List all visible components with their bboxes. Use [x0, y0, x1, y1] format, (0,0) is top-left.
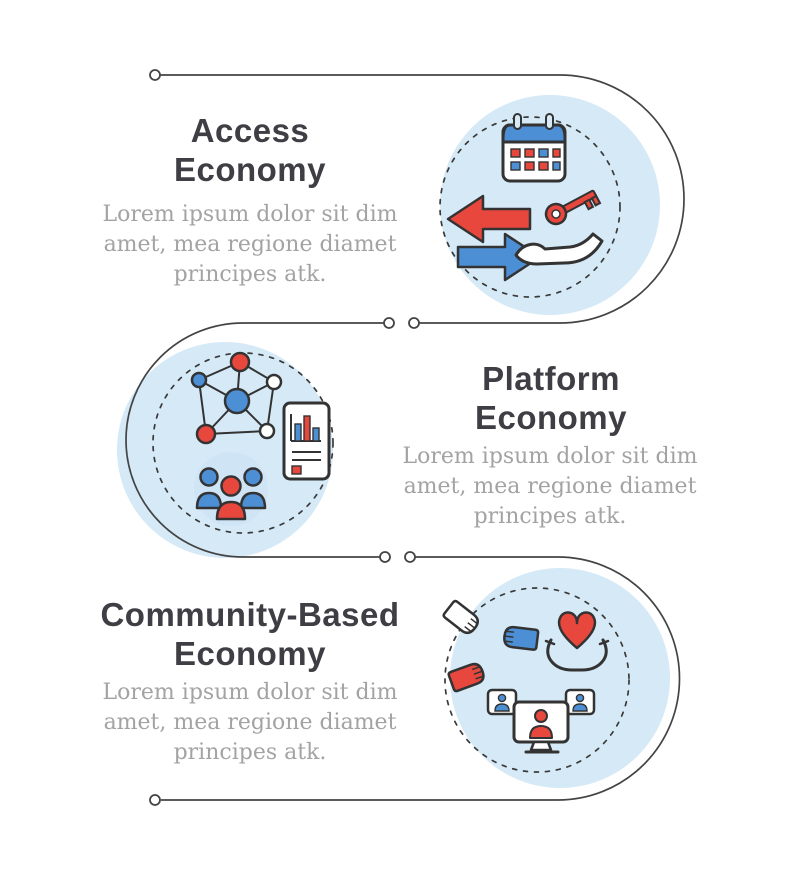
community-icon-cluster [442, 599, 610, 754]
body-line: amet, mea regione diamet [103, 709, 397, 735]
body-line: principes atk. [473, 503, 627, 529]
connector-dot [408, 317, 420, 329]
community-based-economy-body: Lorem ipsum dolor sit dim amet, mea regi… [88, 678, 412, 768]
platform-icon-cluster [190, 351, 331, 526]
arrow-right-icon [456, 232, 542, 282]
bar-chart-document-icon [282, 401, 331, 481]
title-line: Economy [173, 150, 327, 188]
connector-segment-3 [161, 556, 681, 801]
community-dashed-circle [444, 587, 630, 773]
body-line: amet, mea regione diamet [403, 473, 697, 499]
connector-segment-2 [125, 322, 384, 558]
network-molecule-icon [190, 351, 283, 445]
body-line: amet, mea regione diamet [103, 231, 397, 257]
access-icon-cluster [446, 113, 604, 282]
title-line: Platform [482, 360, 620, 397]
community-based-economy-title: Community-Based Economy [70, 596, 430, 674]
body-line: Lorem ipsum dolor sit dim [102, 202, 398, 227]
connector-dot [404, 551, 416, 563]
access-dashed-circle [439, 116, 621, 298]
calendar-icon [501, 113, 567, 183]
connector-dot [379, 551, 391, 563]
arrow-left-icon [446, 194, 532, 244]
connector-segment-1 [160, 74, 685, 324]
platform-economy-body: Lorem ipsum dolor sit dim amet, mea regi… [390, 442, 710, 532]
platform-bg-circle [117, 342, 333, 558]
title-line: Economy [173, 634, 327, 672]
team-group-icon [194, 452, 268, 526]
body-line: principes atk. [173, 261, 327, 287]
title-line: Access [190, 112, 310, 149]
title-line: Community-Based [100, 596, 400, 633]
connector-dot [149, 69, 161, 81]
connector-path [125, 74, 685, 801]
dashed-circles [152, 116, 630, 773]
platform-economy-title: Platform Economy [396, 360, 706, 438]
platform-dashed-circle [152, 352, 334, 534]
reaching-hands-icon [442, 599, 540, 693]
community-bg-circle [450, 568, 670, 788]
body-line: principes atk. [173, 739, 327, 765]
connector-end-dots [149, 69, 420, 806]
hands-holding-heart-icon [544, 611, 610, 672]
connector-dot [149, 794, 161, 806]
access-economy-body: Lorem ipsum dolor sit dim amet, mea regi… [88, 200, 412, 290]
video-conference-icon [486, 688, 596, 754]
body-line: Lorem ipsum dolor sit dim [402, 444, 698, 469]
title-line: Economy [474, 398, 628, 436]
hand-with-key-icon [514, 189, 604, 266]
access-economy-title: Access Economy [88, 112, 412, 190]
body-line: Lorem ipsum dolor sit dim [102, 680, 398, 705]
connector-dot [383, 317, 395, 329]
